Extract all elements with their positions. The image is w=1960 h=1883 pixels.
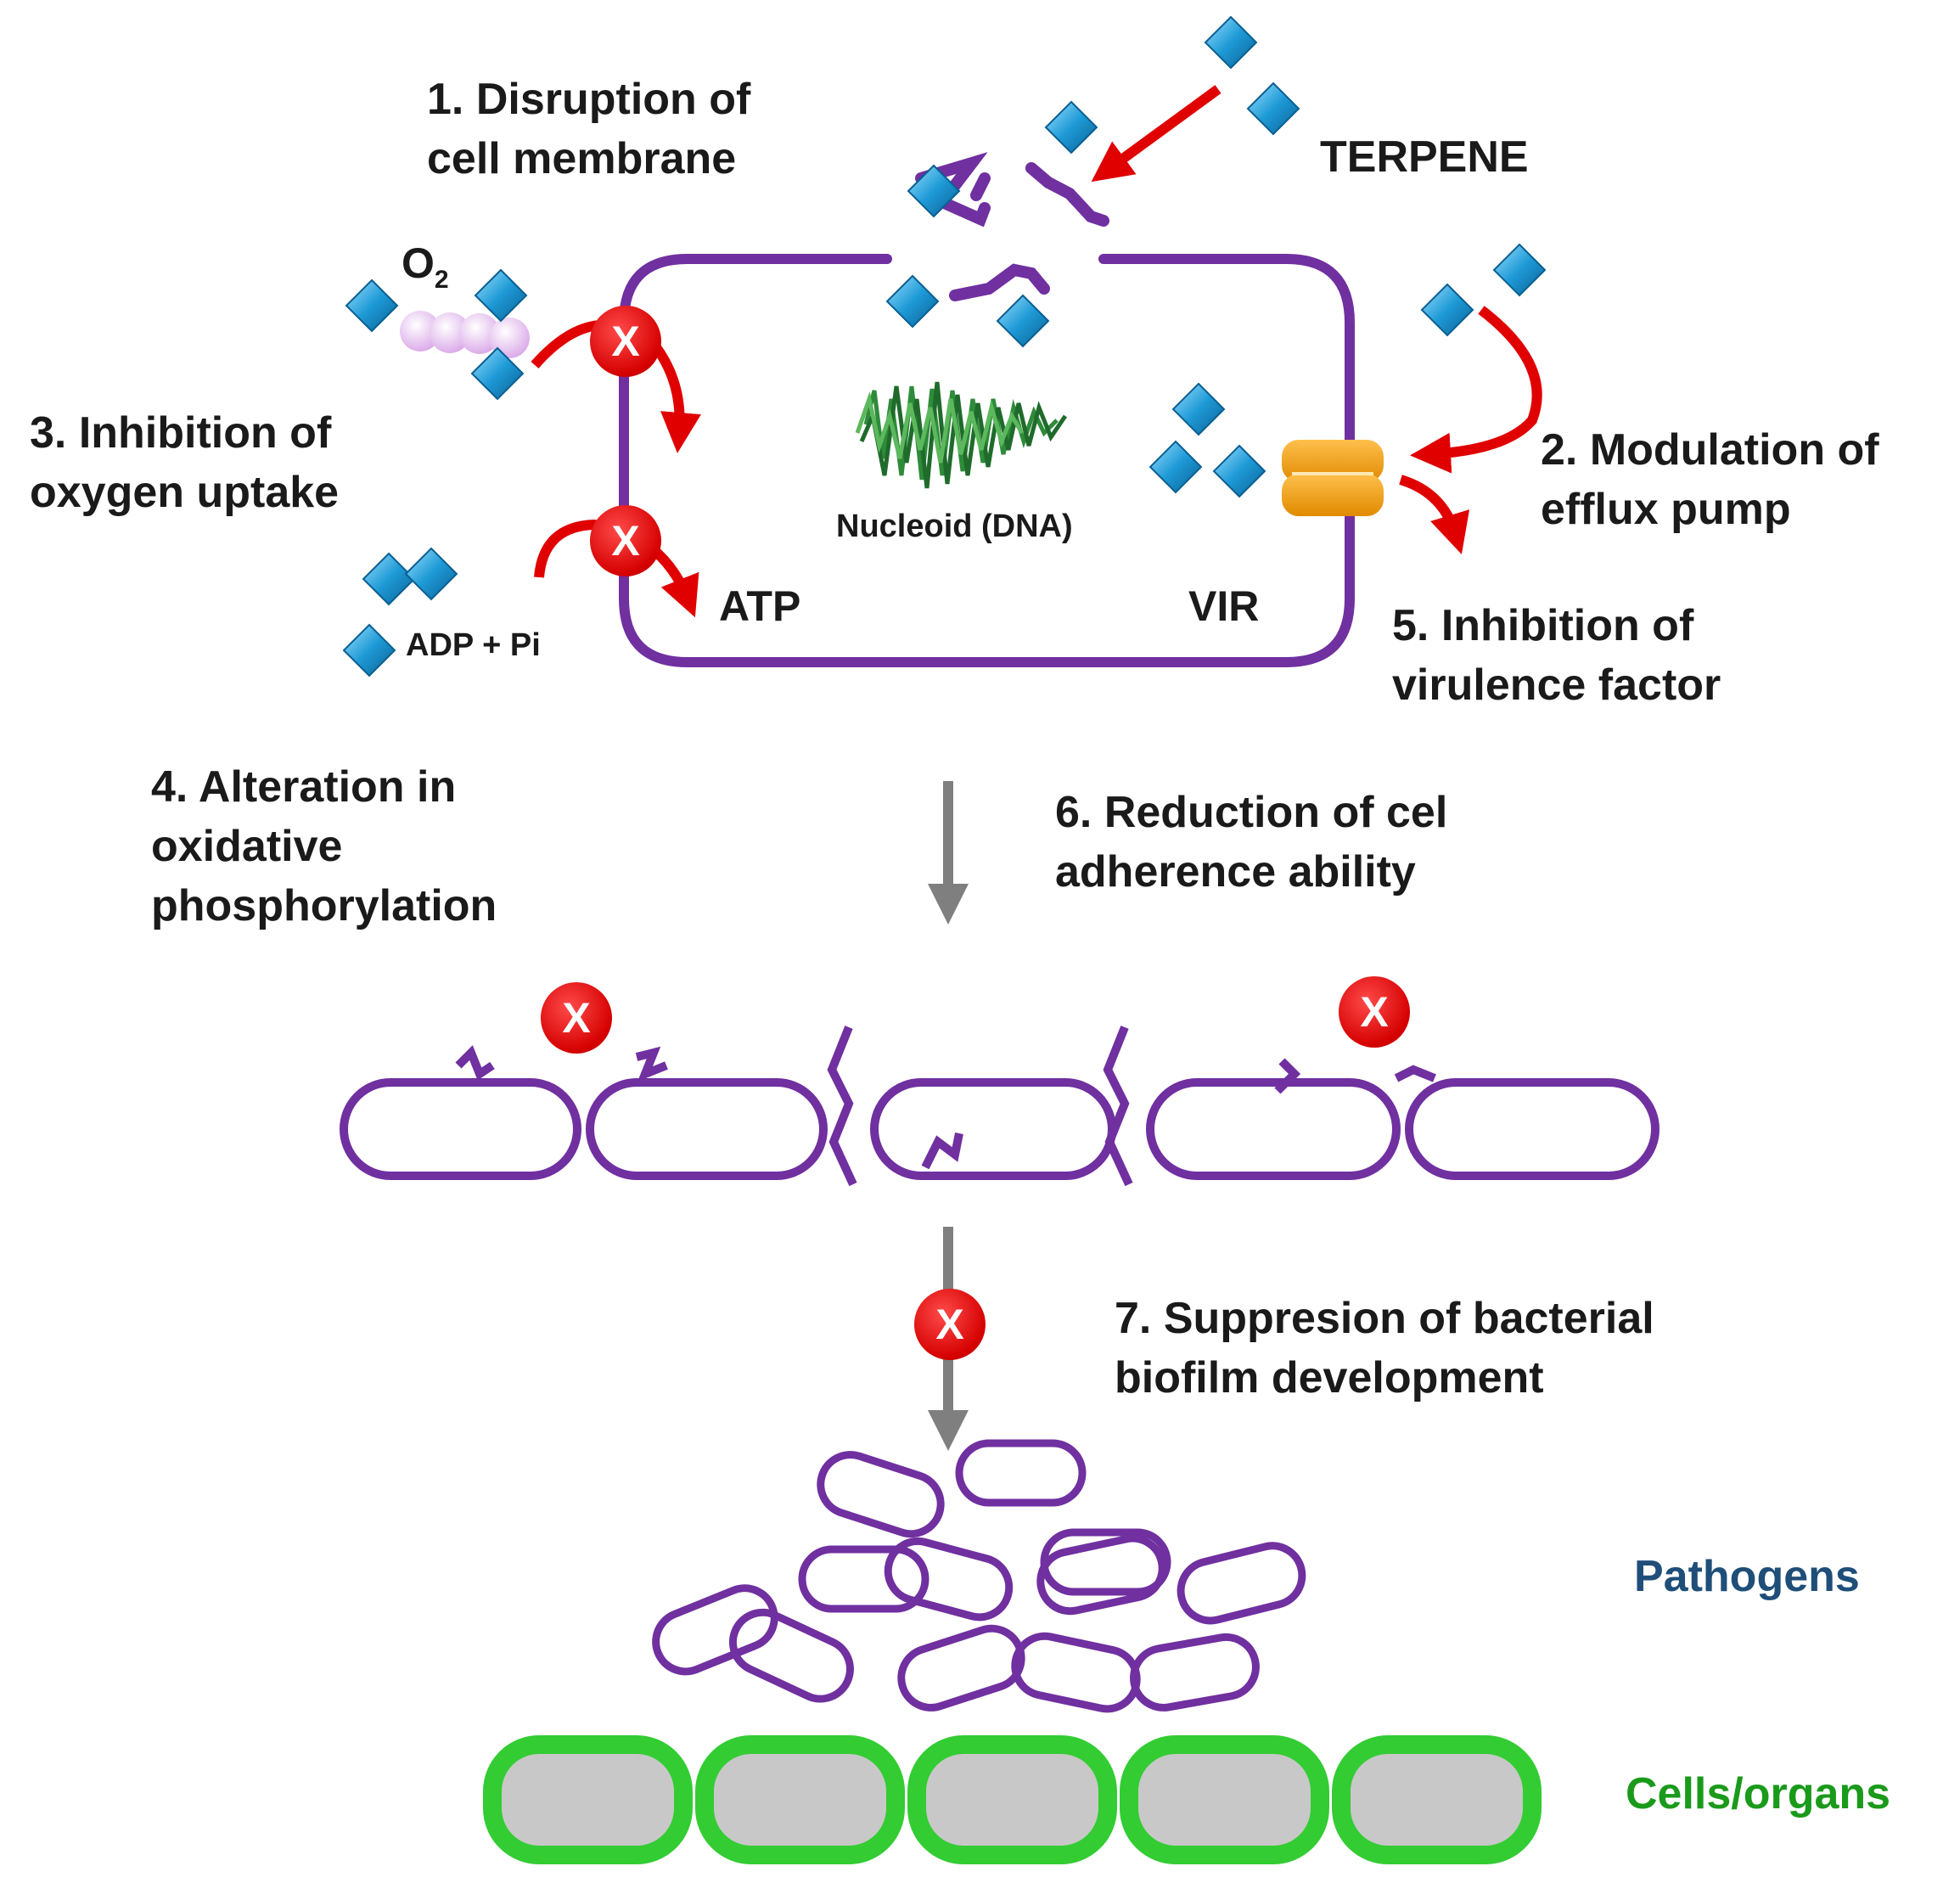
terpene-diamond-icon [1044, 100, 1098, 155]
bacterial-chain [340, 1026, 1660, 1187]
terpene-diamond-icon [470, 346, 525, 401]
terpene-diamond-icon [474, 268, 528, 323]
inhibition-x-icon: X [541, 982, 612, 1054]
terpene-diamond-icon [1212, 444, 1266, 498]
inhibition-x-icon: X [590, 306, 661, 377]
inhibition-x-icon: X [914, 1289, 986, 1360]
pathogen-biofilm [652, 1439, 1306, 1713]
terpene-diamond-icon [1492, 243, 1547, 297]
oxygen-label: O2 [402, 239, 449, 294]
cells-organs-label: Cells/organs [1626, 1769, 1891, 1818]
terpene-diamond-icon [1420, 283, 1474, 337]
terpene-diamond-icon [342, 623, 396, 677]
terpene-diamond-icon [1148, 440, 1203, 494]
nucleoid-dna-icon [855, 381, 1068, 489]
main-bacterial-cell [619, 152, 1355, 667]
terpene-diamond-icon [1246, 82, 1300, 136]
nucleoid-label: Nucleoid (DNA) [836, 509, 1073, 544]
terpene-molecules [342, 15, 1547, 677]
host-cells [483, 1735, 1542, 1864]
terpene-diamond-icon [907, 164, 961, 218]
atp-label: ATP [719, 582, 801, 630]
terpene-diamond-icon [1171, 382, 1226, 436]
adp-pi-label: ADP + Pi [406, 627, 541, 663]
pathogens-label: Pathogens [1634, 1552, 1860, 1601]
terpene-diamond-icon [1204, 15, 1258, 70]
terpene-diamond-icon [885, 274, 940, 329]
oxygen-molecules-icon [400, 311, 530, 358]
inhibition-x-icon: X [590, 505, 661, 576]
terpene-diamond-icon [362, 552, 416, 606]
terpene-diamond-icon [404, 547, 458, 601]
terpene-diamond-icon [345, 278, 399, 333]
inhibition-x-icon: X [1339, 976, 1410, 1048]
vir-label: VIR [1188, 582, 1260, 630]
efflux-pump-icon [1282, 440, 1384, 516]
terpene-diamond-icon [996, 294, 1050, 348]
terpene-label: TERPENE [1320, 132, 1529, 182]
